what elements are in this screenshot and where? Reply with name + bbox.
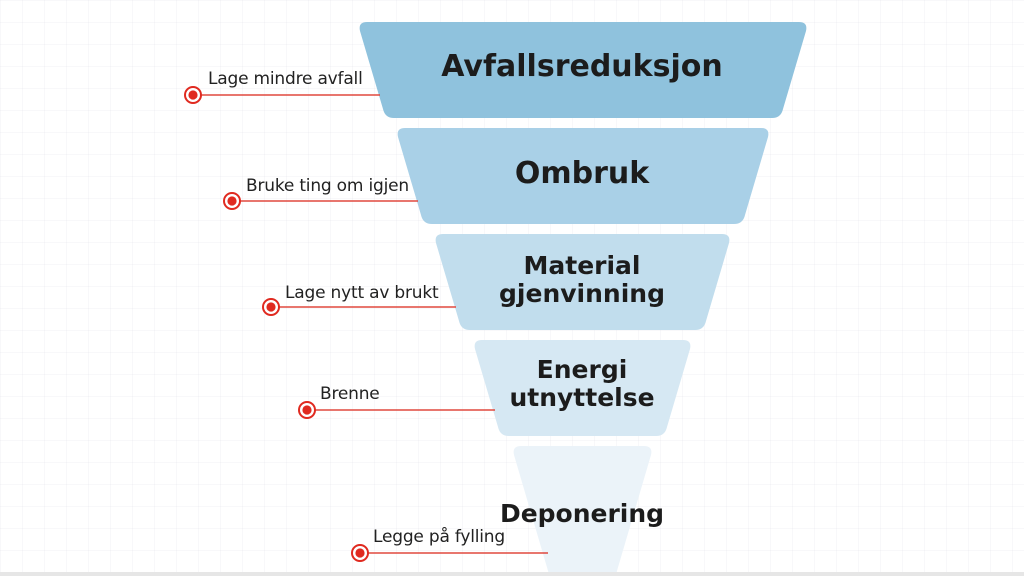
tier-1-callout: Lage mindre avfall <box>208 69 363 89</box>
tier-5-label: Deponering <box>500 500 664 528</box>
tier-4-title-line2: utnyttelse <box>509 383 655 412</box>
tier-3-title: Material <box>523 251 641 280</box>
tier-5-callout: Legge på fylling <box>373 527 505 547</box>
tier-3-marker-dot <box>266 302 276 312</box>
tier-2-marker-dot <box>227 196 237 206</box>
tier-5-marker-dot <box>355 548 365 558</box>
tier-4-title: Energi <box>536 355 628 384</box>
bottom-border <box>0 572 1024 576</box>
tier-3-label: Material gjenvinning <box>499 252 665 308</box>
tier-2-label: Ombruk <box>515 157 649 191</box>
tier-3-shape <box>435 234 730 330</box>
tier-5-shape <box>513 446 652 576</box>
tier-1-label: Avfallsreduksjon <box>441 50 722 84</box>
tier-3-title-line2: gjenvinning <box>499 279 665 308</box>
tier-1-marker-dot <box>188 90 198 100</box>
tier-2-title: Ombruk <box>514 156 650 191</box>
tier-4-label: Energi utnyttelse <box>509 356 654 412</box>
tier-4-marker-dot <box>302 405 312 415</box>
tier-3-callout: Lage nytt av brukt <box>285 283 439 303</box>
tier-1-shape <box>359 22 807 118</box>
tier-4-shape <box>474 340 691 436</box>
tier-5-title: Deponering <box>499 499 665 528</box>
tier-2-shape <box>397 128 769 224</box>
tier-1-title: Avfallsreduksjon <box>441 49 723 84</box>
tier-2-callout: Bruke ting om igjen <box>246 176 409 196</box>
tier-4-callout: Brenne <box>320 384 380 404</box>
